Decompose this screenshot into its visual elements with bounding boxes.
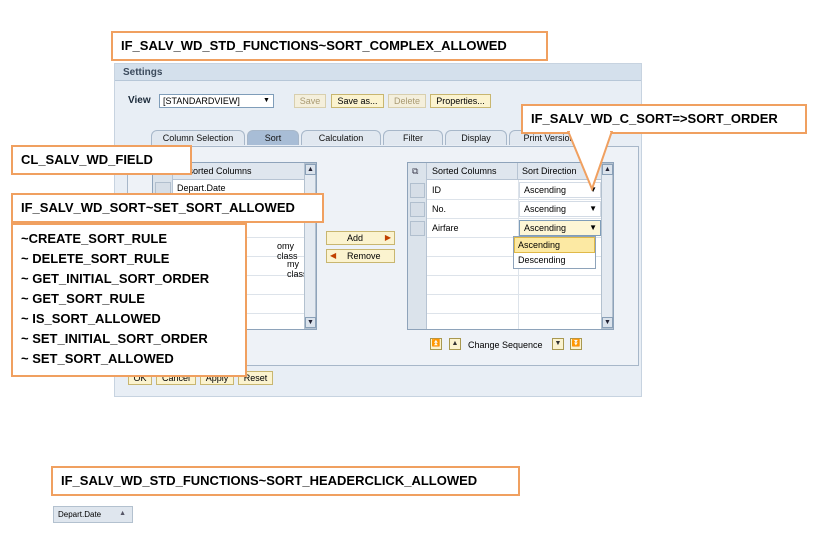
sort-direction-value: Ascending [524, 185, 567, 195]
arrow-left-icon: ◀ [330, 251, 337, 260]
view-select-value: [STANDARDVIEW] [163, 96, 240, 106]
method-item: ~ SET_SORT_ALLOWED [21, 351, 174, 366]
sorted-row-no[interactable]: No. [432, 204, 447, 214]
scroll-up-icon[interactable]: ▲ [602, 164, 613, 175]
sort-direction-dropdown-list: Ascending Descending [513, 236, 596, 269]
callout-set-sort-allowed: IF_SALV_WD_SORT~SET_SORT_ALLOWED [11, 193, 324, 223]
sorted-row-id[interactable]: ID [432, 185, 441, 195]
chevron-down-icon: ▼ [263, 97, 270, 104]
move-up-icon[interactable]: ▲ [449, 338, 461, 350]
sorted-columns-grid: ⧉ Sorted Columns Sort Direction ID No. A… [407, 162, 614, 330]
save-button[interactable]: Save [294, 94, 326, 108]
scroll-up-icon[interactable]: ▲ [305, 164, 316, 175]
properties-button[interactable]: Properties... [430, 94, 491, 108]
option-ascending[interactable]: Ascending [514, 237, 595, 253]
method-item: ~ GET_INITIAL_SORT_ORDER [21, 271, 210, 286]
callout-pointer [566, 131, 614, 191]
sort-direction-select[interactable]: Ascending ▼ [519, 201, 601, 217]
scroll-down-icon[interactable]: ▼ [602, 317, 613, 328]
view-label: View [128, 95, 151, 106]
column-header-label: Depart.Date [58, 510, 102, 519]
scroll-down-icon[interactable]: ▼ [305, 317, 316, 328]
unsorted-scrollbar[interactable]: ▲ ▼ [304, 163, 316, 329]
column-header-sample[interactable]: Depart.Date ▲ [53, 506, 133, 523]
remove-button[interactable]: ◀ Remove [326, 249, 395, 263]
select-all-icon[interactable]: ⧉ [412, 166, 419, 176]
change-sequence-label: Change Sequence [468, 340, 543, 350]
arrow-right-icon: ▶ [384, 233, 391, 242]
method-item: ~CREATE_SORT_RULE [21, 231, 168, 246]
sorted-columns-header: Sorted Columns [427, 163, 518, 180]
tab-filter[interactable]: Filter [383, 130, 443, 145]
sorted-scrollbar[interactable]: ▲ ▼ [601, 163, 613, 329]
sort-direction-select-open[interactable]: Ascending ▼ [519, 220, 601, 236]
unsorted-row-depart-date[interactable]: Depart.Date [177, 183, 226, 193]
move-top-icon[interactable]: ⏫ [430, 338, 442, 350]
chevron-down-icon: ▼ [589, 223, 597, 232]
save-as-button[interactable]: Save as... [331, 94, 384, 108]
move-bottom-icon[interactable]: ⏬ [570, 338, 582, 350]
remove-label: Remove [347, 251, 381, 261]
callout-sort-complex-allowed: IF_SALV_WD_STD_FUNCTIONS~SORT_COMPLEX_AL… [111, 31, 548, 61]
callout-sort-order: IF_SALV_WD_C_SORT=>SORT_ORDER [521, 104, 807, 134]
chevron-down-icon: ▼ [589, 204, 597, 213]
method-item: ~ SET_INITIAL_SORT_ORDER [21, 331, 208, 346]
sort-ascending-icon: ▲ [119, 510, 126, 517]
unsorted-row-business-class[interactable]: my class [287, 259, 308, 279]
tab-column-selection[interactable]: Column Selection [151, 130, 245, 145]
delete-button[interactable]: Delete [388, 94, 426, 108]
callout-field: CL_SALV_WD_FIELD [11, 145, 192, 175]
settings-title: Settings [115, 64, 641, 81]
callout-methods-list: ~CREATE_SORT_RULE ~ DELETE_SORT_RULE ~ G… [11, 223, 247, 377]
row-selector[interactable] [410, 202, 425, 217]
sort-direction-value: Ascending [524, 223, 567, 233]
view-select[interactable]: [STANDARDVIEW] ▼ [159, 94, 274, 108]
sort-direction-select[interactable]: Ascending ▼ [519, 182, 601, 198]
unsorted-columns-header: Unsorted Columns [173, 163, 304, 180]
option-descending[interactable]: Descending [518, 255, 566, 265]
chevron-down-icon: ▼ [589, 185, 597, 194]
callout-sort-headerclick-allowed: IF_SALV_WD_STD_FUNCTIONS~SORT_HEADERCLIC… [51, 466, 520, 496]
method-item: ~ IS_SORT_ALLOWED [21, 311, 161, 326]
add-button[interactable]: Add ▶ [326, 231, 395, 245]
method-item: ~ GET_SORT_RULE [21, 291, 145, 306]
tab-sort[interactable]: Sort [247, 130, 299, 145]
unsorted-row-economy-class[interactable]: omy class [277, 241, 298, 261]
row-selector[interactable] [410, 183, 425, 198]
tab-calculation[interactable]: Calculation [301, 130, 381, 145]
move-down-icon[interactable]: ▼ [552, 338, 564, 350]
sorted-row-airfare[interactable]: Airfare [432, 223, 459, 233]
add-label: Add [347, 233, 364, 243]
row-selector[interactable] [410, 221, 425, 236]
sort-direction-header: Sort Direction [518, 163, 601, 180]
method-item: ~ DELETE_SORT_RULE [21, 251, 170, 266]
tab-display[interactable]: Display [445, 130, 507, 145]
sort-direction-value: Ascending [524, 204, 567, 214]
